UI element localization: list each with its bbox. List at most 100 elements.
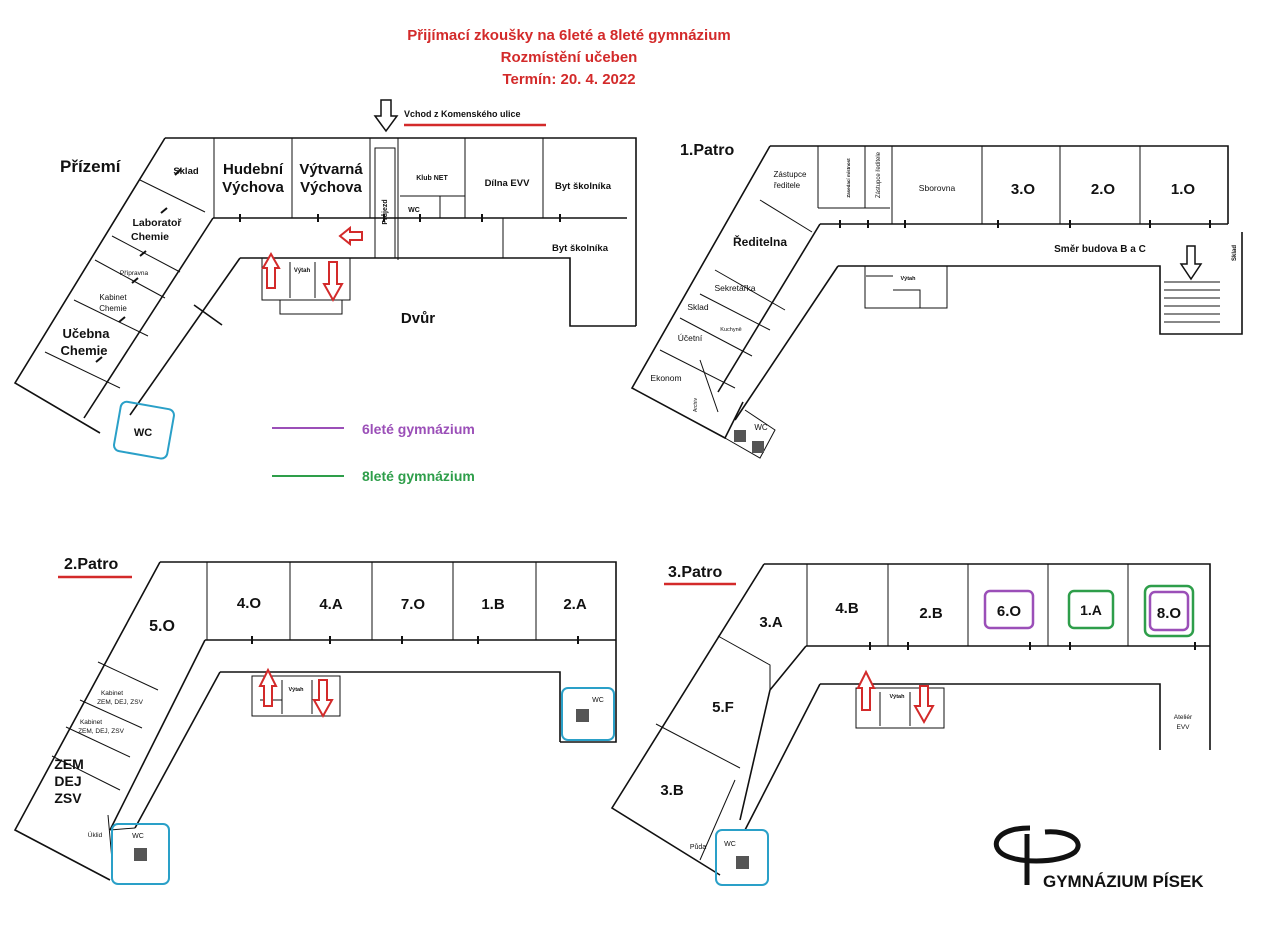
stairs-up-arrow-icon bbox=[261, 251, 281, 289]
room-byt-skolnika-1: Byt školníka bbox=[555, 181, 612, 192]
room-reditelna: Ředitelna bbox=[733, 234, 787, 249]
room-zastupce-1: Zástupce bbox=[774, 170, 807, 179]
room-pripravna: Přípravna bbox=[120, 270, 149, 277]
stairs-up-arrow-icon bbox=[258, 667, 278, 707]
room-vytah-1: Výtah bbox=[901, 276, 917, 282]
room-atelier-1: Ateliér bbox=[1174, 714, 1193, 721]
room-ekonom: Ekonom bbox=[650, 373, 681, 383]
six-year-room-highlight bbox=[983, 589, 1035, 630]
stairs-down-arrow-icon bbox=[312, 679, 334, 719]
wc-person-icon bbox=[134, 848, 147, 861]
second-floor-plan: 2.Patro 5.O 4.O 4.A 7.O 1.B 2.A Kabinet … bbox=[13, 556, 617, 885]
room-sborovna: Sborovna bbox=[919, 183, 956, 193]
room-sklad-1: Sklad bbox=[687, 302, 709, 312]
room-wc-second-right: WC bbox=[592, 697, 604, 704]
eight-year-room-highlight bbox=[1143, 584, 1195, 638]
direction-building-b-c: Směr budova B a C bbox=[1054, 244, 1146, 255]
stairs-down-arrow-icon bbox=[322, 261, 344, 303]
room-6o: 6.O bbox=[997, 603, 1022, 620]
legend: 6leté gymnázium 8leté gymnázium bbox=[272, 421, 475, 484]
direction-arrow-icon bbox=[1179, 245, 1203, 281]
room-8o: 8.O bbox=[1157, 605, 1182, 622]
stairs-down-arrow-icon bbox=[913, 685, 935, 725]
wc-highlight-second bbox=[111, 823, 170, 885]
room-ucebna-1: Učebna bbox=[63, 326, 111, 341]
room-ucebna-2: Chemie bbox=[61, 343, 108, 358]
room-zasedaci: Zasedací místnost bbox=[846, 158, 851, 198]
header-line-1: Přijímací zkoušky na 6leté a 8leté gymná… bbox=[407, 27, 730, 44]
logo-mark bbox=[993, 825, 1081, 864]
room-zsv: ZSV bbox=[54, 790, 82, 806]
second-floor-title: 2.Patro bbox=[64, 556, 118, 573]
passage-arrow-icon bbox=[338, 225, 363, 247]
room-hudebni-1: Hudební bbox=[223, 161, 284, 178]
room-kabinet-a-1: Kabinet bbox=[101, 690, 123, 697]
room-lab-2: Chemie bbox=[131, 231, 169, 243]
room-3a: 3.A bbox=[759, 614, 783, 631]
ground-floor-plan: Přízemí Sklad Hudební Výchova Výtvarná V… bbox=[13, 137, 637, 460]
room-kabinet-b-1: Kabinet bbox=[80, 719, 102, 726]
wc-person-icon bbox=[734, 430, 746, 442]
first-floor-title: 1.Patro bbox=[680, 142, 734, 159]
ground-floor-title: Přízemí bbox=[60, 157, 122, 176]
entrance-label: Vchod z Komenského ulice bbox=[404, 109, 521, 119]
room-zastupce-vertical: Zástupce ředitele bbox=[876, 151, 882, 198]
header-line-3: Termín: 20. 4. 2022 bbox=[502, 71, 635, 88]
room-kabinet-a-2: ZEM, DEJ, ZSV bbox=[97, 699, 144, 706]
room-wc-third: WC bbox=[724, 841, 736, 848]
room-vytah-2: Výtah bbox=[289, 687, 305, 693]
wc-person-icon bbox=[736, 856, 749, 869]
room-puda: Půda bbox=[690, 843, 706, 851]
room-kabinet-b-2: ZEM, DEJ, ZSV bbox=[78, 728, 125, 735]
room-sekretarka: Sekretářka bbox=[714, 283, 755, 293]
header-line-2: Rozmístění učeben bbox=[501, 49, 638, 66]
room-uklid: Úklid bbox=[88, 830, 103, 839]
room-atelier-2: EVV bbox=[1176, 724, 1190, 731]
six-year-room-highlight bbox=[1148, 590, 1190, 632]
legend-six-year-label: 6leté gymnázium bbox=[362, 421, 475, 437]
room-prujezd: Průjezd bbox=[381, 199, 389, 224]
third-floor-title: 3.Patro bbox=[668, 564, 722, 581]
school-logo: GYMNÁZIUM PÍSEK bbox=[993, 825, 1204, 891]
room-wc-small: WC bbox=[408, 207, 420, 214]
room-2o: 2.O bbox=[1091, 181, 1116, 198]
room-zem: ZEM bbox=[54, 756, 84, 772]
wc-highlight-third bbox=[715, 829, 769, 886]
room-1b: 1.B bbox=[481, 596, 505, 613]
room-4o: 4.O bbox=[237, 595, 262, 612]
wc-highlight-ground bbox=[113, 400, 175, 460]
room-wc-second: WC bbox=[132, 833, 144, 840]
area-dvur: Dvůr bbox=[401, 310, 435, 327]
room-kabinet-1: Kabinet bbox=[99, 293, 127, 302]
stairs-up-arrow-icon bbox=[856, 669, 876, 711]
legend-eight-year-label: 8leté gymnázium bbox=[362, 468, 475, 484]
room-vytah-3: Výtah bbox=[890, 694, 906, 700]
first-floor-plan: 1.Patro Zástupce ředitele Zasedací místn… bbox=[630, 142, 1243, 459]
room-5o: 5.O bbox=[149, 618, 175, 635]
room-1o: 1.O bbox=[1171, 181, 1196, 198]
eight-year-room-highlight bbox=[1067, 589, 1115, 630]
room-byt-skolnika-2: Byt školníka bbox=[552, 243, 609, 254]
room-wc-first: WC bbox=[754, 423, 768, 432]
room-ucetni: Účetní bbox=[678, 333, 703, 343]
room-dej: DEJ bbox=[54, 773, 81, 789]
entrance-arrow-icon bbox=[373, 99, 399, 133]
room-kuchyne: Kuchyně bbox=[720, 327, 741, 333]
room-1a: 1.A bbox=[1080, 602, 1102, 618]
room-kabinet-2: Chemie bbox=[99, 304, 127, 313]
room-klub-net: Klub NET bbox=[416, 175, 448, 182]
room-2a: 2.A bbox=[563, 596, 587, 613]
logo-text: GYMNÁZIUM PÍSEK bbox=[1043, 872, 1204, 891]
header: Přijímací zkoušky na 6leté a 8leté gymná… bbox=[407, 27, 730, 88]
room-dilna-evv: Dílna EVV bbox=[485, 178, 531, 189]
room-sklad-side: Sklad bbox=[1232, 245, 1238, 261]
room-3o: 3.O bbox=[1011, 181, 1036, 198]
entrance-marker: Vchod z Komenského ulice bbox=[373, 99, 546, 133]
room-archiv: Archiv bbox=[693, 398, 699, 412]
room-4b: 4.B bbox=[835, 600, 859, 617]
room-vytvarna-1: Výtvarná bbox=[299, 161, 363, 178]
room-zastupce-2: ředitele bbox=[774, 181, 801, 190]
wc-highlight-second-right bbox=[561, 687, 615, 741]
third-floor-plan: 3.Patro 3.A 4.B 2.B 6.O 1.A 8.O 5.F 3.B … bbox=[610, 563, 1211, 886]
